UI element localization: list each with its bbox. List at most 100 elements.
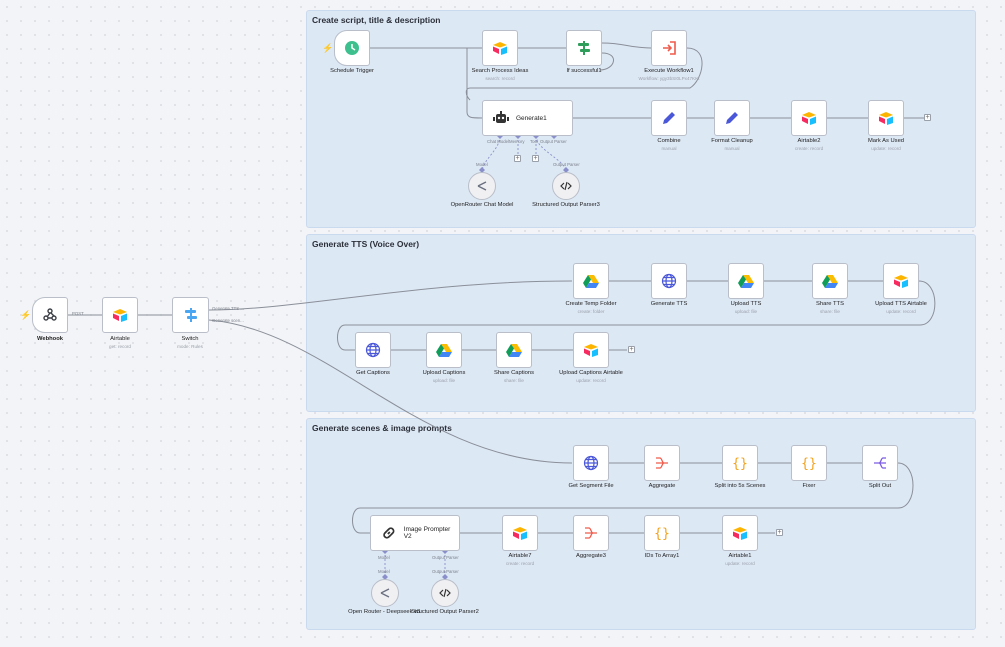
node-label: Mark As Used bbox=[867, 138, 905, 144]
node-share-tts[interactable] bbox=[812, 263, 848, 299]
globe-icon bbox=[583, 455, 599, 471]
node-label: Share TTS bbox=[816, 301, 844, 307]
node-create-temp-folder[interactable] bbox=[573, 263, 609, 299]
connector-label-model: Model bbox=[476, 162, 488, 167]
trigger-bolt-icon: ⚡ bbox=[20, 310, 32, 320]
node-subtitle: manual bbox=[661, 146, 677, 151]
node-label: Airtable bbox=[110, 336, 130, 342]
node-open-router-deepseek[interactable] bbox=[371, 579, 399, 607]
node-fixer[interactable]: {} bbox=[791, 445, 827, 481]
google-drive-icon bbox=[822, 275, 838, 288]
node-switch[interactable] bbox=[172, 297, 209, 333]
group-generate-tts[interactable]: Generate TTS (Voice Over) bbox=[306, 234, 976, 412]
node-label: Split Out bbox=[868, 483, 892, 489]
node-label: IDs To Array1 bbox=[644, 553, 680, 559]
curly-braces-icon: {} bbox=[654, 527, 670, 542]
globe-icon bbox=[661, 273, 677, 289]
node-upload-tts[interactable] bbox=[728, 263, 764, 299]
node-label: Share Captions bbox=[494, 370, 534, 376]
node-mark-as-used[interactable] bbox=[868, 100, 904, 136]
node-label: Upload TTS Airtable bbox=[875, 301, 927, 307]
airtable-icon bbox=[513, 527, 527, 540]
node-aggregate[interactable] bbox=[644, 445, 680, 481]
connector-label-tool: Tool bbox=[530, 139, 538, 144]
node-upload-captions[interactable] bbox=[426, 332, 462, 368]
node-schedule-trigger[interactable] bbox=[334, 30, 370, 66]
node-label: Split into 5s Scenes bbox=[714, 483, 766, 489]
node-subtitle: manual bbox=[724, 146, 740, 151]
node-structured-output-parser3[interactable] bbox=[552, 172, 580, 200]
node-webhook[interactable] bbox=[32, 297, 68, 333]
add-memory-button[interactable]: + bbox=[514, 155, 521, 162]
node-search-process-ideas[interactable] bbox=[482, 30, 518, 66]
airtable-icon bbox=[733, 527, 747, 540]
node-get-segment-file[interactable] bbox=[573, 445, 609, 481]
connector-label-output-parser: Output Parser bbox=[432, 555, 459, 560]
node-ids-to-array1[interactable]: {} bbox=[644, 515, 680, 551]
node-airtable[interactable] bbox=[102, 297, 138, 333]
google-drive-icon bbox=[738, 275, 754, 288]
node-label: Open Router - Deepseek v3. bbox=[348, 609, 422, 615]
node-subtitle: update: record bbox=[576, 378, 606, 383]
ai-agent-icon bbox=[493, 111, 509, 123]
node-label: Schedule Trigger bbox=[330, 68, 374, 74]
node-airtable2[interactable] bbox=[791, 100, 827, 136]
connector-label-switch-tts: Generate TTS ... bbox=[212, 306, 244, 311]
node-label: Generate1 bbox=[516, 114, 547, 122]
node-label: Combine bbox=[657, 138, 681, 144]
openrouter-icon bbox=[477, 181, 487, 191]
node-openrouter-chat-model[interactable] bbox=[468, 172, 496, 200]
connector-label-model: Model bbox=[378, 555, 390, 560]
code-icon bbox=[439, 588, 451, 598]
node-if-successful[interactable] bbox=[566, 30, 602, 66]
svg-text:{}: {} bbox=[801, 457, 817, 472]
google-drive-icon bbox=[583, 275, 599, 288]
airtable-icon bbox=[879, 112, 893, 125]
node-generate1[interactable]: Generate1 bbox=[482, 100, 573, 136]
node-label: Airtable1 bbox=[728, 553, 752, 559]
node-label: Airtable7 bbox=[508, 553, 532, 559]
add-tool-button[interactable]: + bbox=[532, 155, 539, 162]
node-image-prompter-v2[interactable]: Image Prompter V2 bbox=[370, 515, 460, 551]
add-node-button[interactable]: + bbox=[924, 114, 931, 121]
node-subtitle: update: record bbox=[886, 309, 916, 314]
group-title: Generate TTS (Voice Over) bbox=[312, 239, 420, 249]
node-subtitle: search: record bbox=[485, 76, 515, 81]
add-node-button[interactable]: + bbox=[628, 346, 635, 353]
node-airtable1[interactable] bbox=[722, 515, 758, 551]
node-combine[interactable] bbox=[651, 100, 687, 136]
node-label: Format Cleanup bbox=[711, 138, 753, 144]
add-node-button[interactable]: + bbox=[776, 529, 783, 536]
webhook-icon bbox=[43, 308, 57, 321]
node-split-into-5s-scenes[interactable]: {} bbox=[722, 445, 758, 481]
node-subtitle: create: record bbox=[794, 146, 824, 151]
split-out-icon bbox=[874, 457, 886, 469]
trigger-bolt-icon: ⚡ bbox=[322, 43, 334, 53]
node-generate-tts[interactable] bbox=[651, 263, 687, 299]
node-format-cleanup[interactable] bbox=[714, 100, 750, 136]
node-split-out[interactable] bbox=[862, 445, 898, 481]
node-aggregate3[interactable] bbox=[573, 515, 609, 551]
connector-label-switch-scenes: Generate scen... bbox=[212, 318, 244, 323]
node-structured-output-parser2[interactable] bbox=[431, 579, 459, 607]
node-label: Image Prompter V2 bbox=[403, 526, 451, 540]
node-label: Aggregate bbox=[648, 483, 676, 489]
node-airtable7[interactable] bbox=[502, 515, 538, 551]
airtable-icon bbox=[493, 42, 507, 55]
node-execute-workflow[interactable] bbox=[651, 30, 687, 66]
node-label: Fixer bbox=[802, 483, 816, 489]
node-upload-captions-airtable[interactable] bbox=[573, 332, 609, 368]
node-label: Upload Captions Airtable bbox=[559, 370, 623, 376]
group-title: Create script, title & description bbox=[312, 15, 441, 25]
group-create-script[interactable]: Create script, title & description bbox=[306, 10, 976, 228]
node-label: Get Segment File bbox=[568, 483, 614, 489]
node-subtitle: upload: file bbox=[734, 309, 758, 314]
if-icon bbox=[578, 41, 590, 55]
node-get-captions[interactable] bbox=[355, 332, 391, 368]
node-upload-tts-airtable[interactable] bbox=[883, 263, 919, 299]
node-subtitle: mode: Rules bbox=[177, 344, 203, 349]
airtable-icon bbox=[584, 344, 598, 357]
node-share-captions[interactable] bbox=[496, 332, 532, 368]
node-label: Execute Workflow1 bbox=[644, 68, 694, 74]
